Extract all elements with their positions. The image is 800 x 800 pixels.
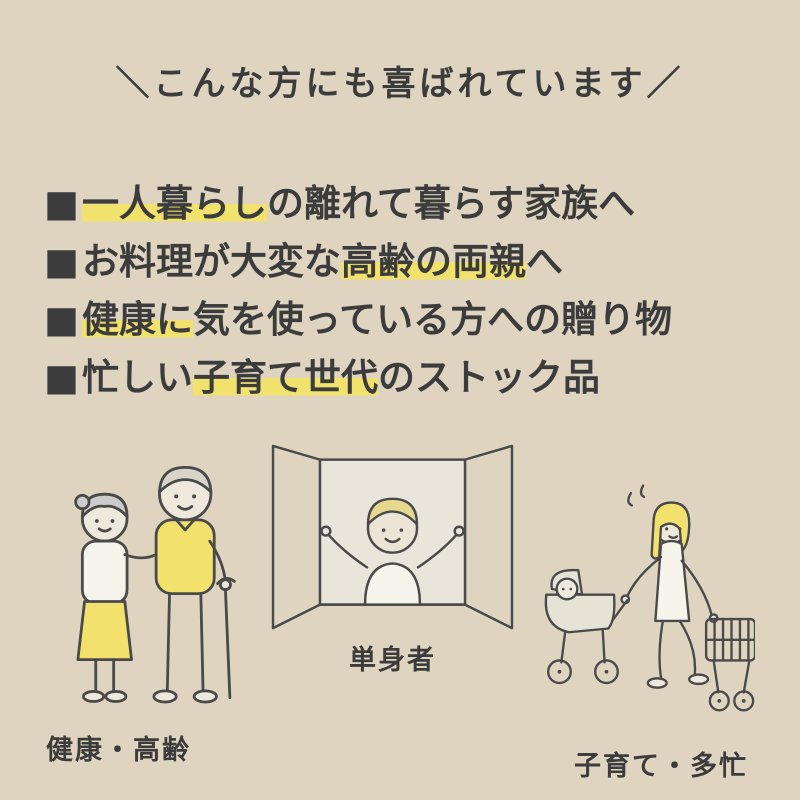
bullet-square-icon: ■ <box>44 181 79 225</box>
benefit-4-highlight: 子育て世代 <box>192 355 378 399</box>
benefit-2-pre: お料理が大変な <box>81 239 341 283</box>
mother-with-stroller-icon <box>544 484 755 712</box>
benefit-2-highlight: 高齢の両親 <box>340 239 526 283</box>
benefit-1-highlight: 一人暮らし <box>81 181 267 225</box>
sweat-drop-icon <box>627 491 634 507</box>
benefit-item-2: ■お料理が大変な高齢の両親へ <box>44 232 672 290</box>
caption-parenting: 子育て・多忙 <box>574 751 748 782</box>
benefit-4-post: のストック品 <box>377 355 600 399</box>
benefit-2-post: へ <box>525 239 563 283</box>
benefit-item-1: ■一人暮らしの離れて暮らす家族へ <box>44 174 672 232</box>
bullet-square-icon: ■ <box>44 239 79 283</box>
page-title: ＼こんな方にも喜ばれています／ <box>115 64 685 104</box>
bullet-square-icon: ■ <box>44 297 79 341</box>
benefit-3-post: 気を使っている方への贈り物 <box>192 297 673 341</box>
benefit-3-highlight: 健康に <box>81 297 193 341</box>
benefit-item-4: ■忙しい子育て世代のストック品 <box>44 348 672 406</box>
window-lines <box>271 444 514 630</box>
caption-single: 単身者 <box>349 645 436 676</box>
man-at-window-icon <box>271 444 514 630</box>
stroller-lines <box>544 484 755 712</box>
elderly-couple-icon <box>74 465 236 704</box>
caption-elderly: 健康・高齢 <box>46 735 191 766</box>
man-at-window-illustration <box>265 442 520 633</box>
elderly-couple-lines <box>74 465 236 704</box>
benefit-list: ■一人暮らしの離れて暮らす家族へ ■お料理が大変な高齢の両親へ ■健康に気を使っ… <box>44 174 672 406</box>
benefit-item-3: ■健康に気を使っている方への贈り物 <box>44 290 672 348</box>
bullet-square-icon: ■ <box>44 355 79 399</box>
elderly-couple-illustration <box>60 438 250 718</box>
sweat-drop-icon <box>639 484 646 499</box>
benefit-1-post: の離れて暮らす家族へ <box>266 181 636 225</box>
mother-with-stroller-illustration <box>520 478 755 732</box>
benefit-4-pre: 忙しい <box>81 355 193 399</box>
